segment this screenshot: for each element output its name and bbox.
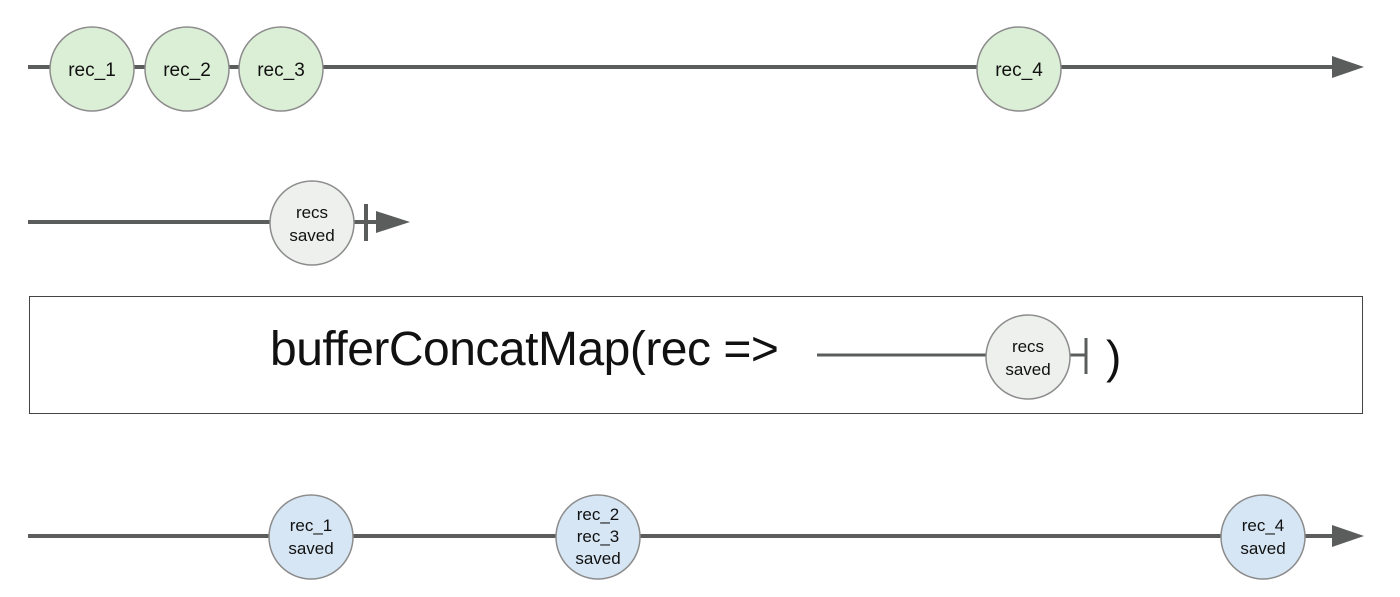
output-marble-label-line: saved xyxy=(1240,539,1285,558)
output-marble-rec-2-rec-3-saved: rec_2 rec_3 saved xyxy=(555,494,641,580)
inner-marble-recs-saved: recs saved xyxy=(269,180,355,266)
input-timeline-arrow-icon xyxy=(1332,56,1364,78)
output-marble-label-line: rec_3 xyxy=(577,527,620,546)
inner-timeline-arrow-icon xyxy=(376,211,410,233)
inner-marble-label-line: saved xyxy=(289,226,334,245)
output-marble-label-line: saved xyxy=(575,549,620,568)
output-timeline-arrow-icon xyxy=(1332,525,1364,547)
operator-close-paren: ) xyxy=(1106,331,1122,383)
output-marble-rec-4-saved: rec_4 saved xyxy=(1220,494,1306,580)
input-marble-label: rec_1 xyxy=(68,60,116,81)
output-marble-label-line: saved xyxy=(288,539,333,558)
output-marble-label-line: rec_4 xyxy=(1242,516,1285,535)
inner-timeline: recs saved xyxy=(28,180,410,266)
input-timeline: rec_1 rec_2 rec_3 rec_4 xyxy=(28,26,1364,112)
input-marble-label: rec_3 xyxy=(257,60,305,81)
inner-marble-label-line: recs xyxy=(296,203,328,222)
input-marble-rec-3: rec_3 xyxy=(238,26,324,112)
input-marble-label: rec_4 xyxy=(995,60,1043,81)
output-marble-label-line: rec_1 xyxy=(290,516,333,535)
input-marble-rec-4: rec_4 xyxy=(976,26,1062,112)
input-marble-label: rec_2 xyxy=(163,60,211,81)
output-marble-rec-1-saved: rec_1 saved xyxy=(268,494,354,580)
input-marble-rec-2: rec_2 xyxy=(144,26,230,112)
input-marble-rec-1: rec_1 xyxy=(49,26,135,112)
operator-box xyxy=(29,296,1363,414)
output-marble-label-line: rec_2 xyxy=(577,505,620,524)
output-timeline: rec_1 saved rec_2 rec_3 saved rec_4 save… xyxy=(28,494,1364,580)
operator-label: bufferConcatMap(rec => xyxy=(270,323,779,376)
